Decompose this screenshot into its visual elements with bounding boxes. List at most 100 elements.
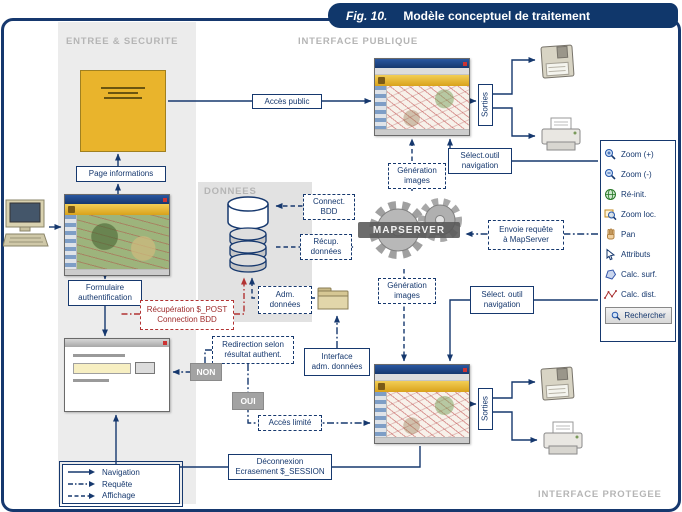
login-window[interactable] [64, 338, 170, 412]
zoom-in-icon [605, 148, 616, 160]
mapserver-gears-icon: MAPSERVER [356, 192, 462, 268]
printer-icon [540, 420, 586, 465]
tool-label: Ré-init. [621, 189, 647, 199]
tool-reinit[interactable]: Ré-init. [604, 184, 675, 204]
sorties-top-box: Sorties [478, 84, 493, 126]
tool-calc-surf[interactable]: Calc. surf. [604, 264, 675, 284]
zoom-out-icon [605, 168, 616, 180]
calc-distance-icon [604, 289, 617, 299]
page-text-line [104, 97, 142, 99]
tool-label: Zoom (+) [621, 149, 654, 159]
window-title-bar [375, 59, 469, 68]
address-bar [375, 374, 469, 381]
login-text-line [73, 379, 109, 382]
page-text-line [108, 92, 138, 94]
computer-icon [2, 198, 49, 257]
formulaire-authentification-box: Formulaire authentification [68, 280, 142, 306]
figure-title-bar: Fig. 10. Modèle conceptuel de traitement [328, 3, 678, 28]
generation-images-bottom-box: Génération images [378, 278, 436, 304]
window-title-bar [65, 195, 169, 204]
legend-item-requete: Requête [68, 480, 179, 489]
solid-arrow-sample [68, 469, 95, 476]
legend-item-affichage: Affichage [68, 491, 179, 500]
city-crest-icon [378, 77, 385, 84]
tool-label: Calc. surf. [621, 269, 658, 279]
tool-label: Pan [621, 229, 636, 239]
login-submit-button[interactable] [135, 362, 155, 374]
nav-tools-strip [375, 86, 387, 129]
dashdot-arrow-sample [68, 481, 95, 487]
legend: Navigation Requête Affichage [59, 461, 183, 507]
deconnexion-box: Déconnexion Ecrasement $_SESSION [228, 454, 332, 480]
window-title-bar [65, 339, 169, 347]
floppy-disk-icon [538, 44, 578, 85]
folder-icon [316, 284, 350, 317]
tool-label: Zoom loc. [621, 209, 657, 219]
site-banner [375, 381, 469, 392]
tool-zoom-in[interactable]: Zoom (+) [604, 144, 675, 164]
database-icon [224, 194, 272, 279]
address-bar [375, 68, 469, 75]
login-input-field[interactable] [73, 362, 131, 374]
page-text-line [101, 87, 145, 89]
legend-label: Requête [102, 479, 133, 489]
tool-label: Attributs [621, 249, 651, 259]
map-tools-toolbar: Zoom (+) Zoom (-) Ré-init. Zoom loc. Pan… [600, 140, 676, 342]
button-label: Rechercher [624, 311, 666, 320]
status-bar [375, 437, 469, 443]
attributes-cursor-icon [606, 247, 616, 260]
city-crest-icon [68, 206, 75, 213]
pan-hand-icon [607, 228, 615, 239]
tool-zoom-out[interactable]: Zoom (-) [604, 164, 675, 184]
rechercher-button[interactable]: Rechercher [605, 307, 672, 324]
connect-bdd-box: Connect. BDD [303, 194, 355, 220]
public-map-window[interactable] [374, 58, 470, 136]
tool-zoom-loc[interactable]: Zoom loc. [604, 204, 675, 224]
tool-label: Zoom (-) [621, 169, 652, 179]
map-view [77, 215, 169, 269]
reinit-icon [605, 188, 616, 200]
login-text-line [73, 354, 125, 357]
tool-pan[interactable]: Pan [604, 224, 675, 244]
close-icon [463, 367, 467, 372]
zone-label-donnees: DONNEES [204, 186, 257, 197]
non-tag: NON [190, 363, 222, 381]
sorties-bottom-box: Sorties [478, 388, 493, 430]
generation-images-top-box: Génération images [388, 163, 446, 189]
map-view [387, 86, 469, 129]
mapserver-label: MAPSERVER [358, 222, 460, 238]
acces-public-box: Accès public [252, 94, 322, 109]
nav-tools-strip [375, 392, 387, 437]
legend-item-navigation: Navigation [68, 468, 179, 477]
select-outil-top-box: Sélect.outil navigation [448, 148, 512, 174]
tool-attributs[interactable]: Attributs [604, 244, 675, 264]
legend-label: Navigation [102, 467, 140, 477]
nav-tools-strip [65, 215, 77, 269]
oui-tag: OUI [232, 392, 264, 410]
redirection-box: Redirection selon résultat authent. [212, 336, 294, 364]
site-banner [375, 75, 469, 86]
recup-donnees-box: Récup. données [300, 234, 352, 260]
zone-label-entree: ENTREE & SECURITE [66, 36, 179, 47]
entry-map-window[interactable] [64, 194, 170, 276]
close-icon [163, 341, 167, 345]
calc-surface-icon [605, 268, 617, 280]
adm-donnees-box: Adm. données [258, 286, 312, 314]
recuperation-post-box: Récupération $_POST Connection BDD [140, 300, 234, 330]
map-view [387, 392, 469, 437]
site-banner [65, 204, 169, 215]
tool-calc-dist[interactable]: Calc. dist. [604, 284, 675, 304]
status-bar [375, 129, 469, 135]
protected-map-window[interactable] [374, 364, 470, 444]
acces-limite-box: Accès limité [258, 415, 322, 431]
figure-number: Fig. 10. [346, 8, 388, 23]
tool-label: Calc. dist. [621, 289, 657, 299]
legend-label: Affichage [102, 491, 136, 501]
close-icon [463, 61, 467, 66]
search-icon [612, 311, 621, 320]
city-crest-icon [378, 383, 385, 390]
zoom-loc-icon [604, 209, 617, 220]
status-bar [65, 269, 169, 275]
floppy-disk-icon [538, 366, 578, 407]
